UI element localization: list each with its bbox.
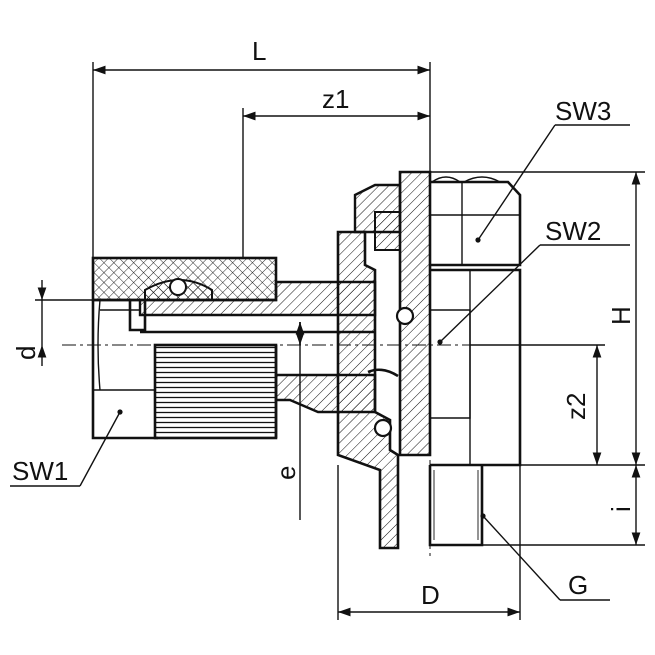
label-G: G — [568, 570, 588, 600]
label-z2: z2 — [561, 393, 591, 420]
label-SW1: SW1 — [12, 456, 68, 486]
leader-lines — [10, 124, 630, 601]
label-SW2: SW2 — [545, 216, 601, 246]
label-SW3: SW3 — [555, 96, 611, 126]
label-e: e — [271, 466, 301, 480]
label-i: i — [606, 506, 636, 512]
label-H: H — [606, 306, 636, 325]
fitting-body — [336, 170, 522, 550]
label-L: L — [252, 36, 266, 66]
leader-dots — [117, 237, 486, 519]
sw1-nut — [91, 256, 278, 440]
label-z1: z1 — [322, 84, 349, 114]
label-D: D — [421, 580, 440, 610]
label-d: d — [11, 346, 41, 360]
